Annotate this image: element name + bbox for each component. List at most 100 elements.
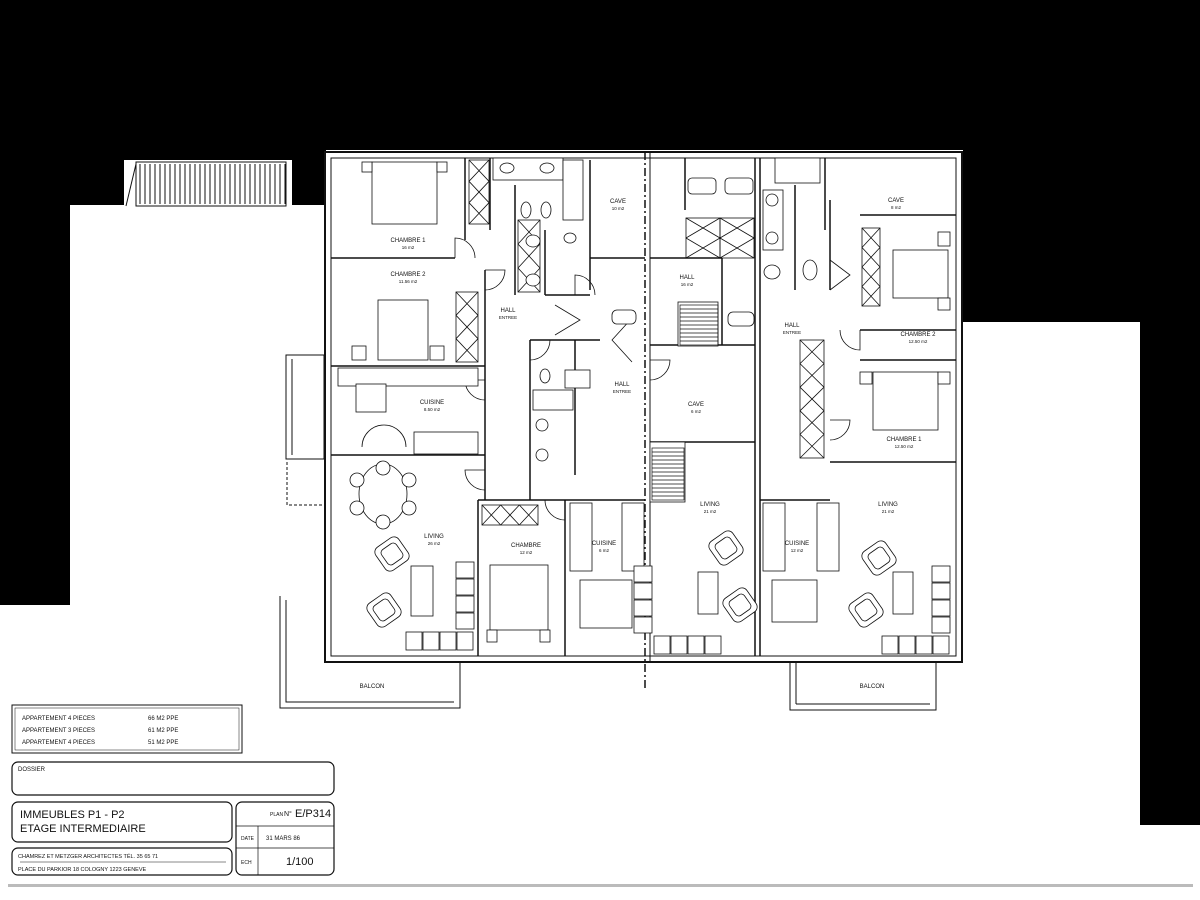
- title-line-1: IMMEUBLES P1 - P2: [20, 809, 125, 821]
- room-cave-left: CAVE: [610, 199, 626, 205]
- room-cuisine-mid: CUISINE: [592, 541, 616, 547]
- sofa-cushion: [455, 561, 475, 579]
- sofa-cushion: [653, 635, 671, 655]
- room-cave-center: CAVE: [688, 402, 704, 408]
- sofa-group: [633, 565, 722, 655]
- sofa-cushion: [704, 635, 722, 655]
- coffee-table: [410, 565, 434, 617]
- stair-flight: [679, 304, 719, 346]
- room-hall-center: HALL: [679, 275, 695, 281]
- balconies: [279, 596, 937, 711]
- area-chambre2-left: 11.56 m2: [399, 279, 418, 284]
- door-swings: [361, 237, 861, 599]
- armchair: [861, 540, 897, 576]
- room-hall-left-sub: ENTREE: [499, 315, 517, 320]
- room-labels: CHAMBRE 1 16 m2 CHAMBRE 2 11.56 m2 HALL …: [390, 198, 936, 555]
- room-cuisine-left: CUISINE: [420, 400, 444, 406]
- armchair: [722, 587, 758, 623]
- area-legend: APPARTEMENT 4 PIECES 66 M2 PPE APPARTEME…: [11, 704, 243, 754]
- legend-row-2-value: 61 M2 PPE: [148, 728, 178, 734]
- room-chambre2-left: CHAMBRE 2: [390, 272, 426, 278]
- room-cave-right: CAVE: [888, 198, 904, 204]
- sofa-group: [405, 561, 475, 651]
- area-chambre1-left: 16 m2: [402, 245, 415, 250]
- sofa-cushion: [915, 635, 933, 655]
- stairwells: [651, 304, 719, 501]
- wardrobe: [468, 159, 490, 225]
- area-living-right: 21 m2: [882, 509, 895, 514]
- sofa-cushion: [422, 631, 440, 651]
- wardrobe: [455, 291, 479, 363]
- armchair: [374, 536, 410, 572]
- wardrobe: [481, 504, 539, 526]
- legend-row-3-value: 51 M2 PPE: [148, 740, 178, 746]
- coffee-table: [697, 571, 719, 615]
- room-hall-right-sub: ENTREE: [783, 330, 801, 335]
- interior-walls: [331, 158, 956, 656]
- paper-sheet: [0, 150, 1200, 900]
- scale-value: 1/100: [286, 856, 314, 868]
- area-cave-right: 8 m2: [891, 205, 902, 210]
- sofa-cushion: [898, 635, 916, 655]
- sofa-cushion: [881, 635, 899, 655]
- living-room-sofas: [366, 530, 951, 655]
- area-chambre-mid: 12 m2: [520, 550, 533, 555]
- sofa-cushion: [455, 578, 475, 596]
- architects-line: CHAMREZ ET METZGER ARCHITECTES TÉL. 35 6…: [18, 853, 158, 860]
- room-living-left: LIVING: [424, 534, 444, 540]
- legend-row-1-label: APPARTEMENT 4 PIECES: [22, 716, 95, 722]
- sofa-cushion: [633, 565, 653, 583]
- armchair: [848, 592, 884, 628]
- balcon-right-label: BALCON: [860, 684, 885, 690]
- sofa-cushion: [931, 582, 951, 600]
- sofa-cushion: [931, 599, 951, 617]
- beds: [351, 161, 951, 643]
- sofa-cushion: [931, 565, 951, 583]
- sofa-group: [881, 565, 951, 655]
- room-living-center: LIVING: [700, 502, 720, 508]
- area-cuisine-left: 8.50 m2: [424, 407, 441, 412]
- sofa-cushion: [633, 599, 653, 617]
- area-chambre1-right: 12.50 m2: [895, 444, 914, 449]
- area-living-center: 21 m2: [704, 509, 717, 514]
- armchair: [366, 592, 402, 628]
- room-chambre-mid: CHAMBRE: [511, 543, 541, 549]
- plan-number: E/P314: [295, 808, 331, 820]
- wardrobe: [719, 217, 755, 259]
- wardrobes: [415, 159, 881, 531]
- bathroom-fixtures: [492, 157, 821, 462]
- room-chambre2-right: CHAMBRE 2: [900, 332, 936, 338]
- sofa-cushion: [932, 635, 950, 655]
- sofa-cushion: [633, 616, 653, 634]
- dossier-label: DOSSIER: [18, 767, 46, 773]
- area-cuisine-right: 12 m2: [791, 548, 804, 553]
- legend-row-1-value: 66 M2 PPE: [148, 716, 178, 722]
- sofa-cushion: [633, 582, 653, 600]
- legend-row-2-label: APPARTEMENT 3 PIECES: [22, 728, 95, 734]
- date-value: 31 MARS 86: [266, 836, 301, 842]
- stair-railing: [125, 161, 287, 207]
- sofa-cushion: [687, 635, 705, 655]
- area-hall-center: 16 m2: [681, 282, 694, 287]
- area-cave-left: 10 m2: [612, 206, 625, 211]
- stair-flight: [651, 447, 685, 501]
- sofa-cushion: [670, 635, 688, 655]
- sofa-cushion: [456, 631, 474, 651]
- room-living-right: LIVING: [878, 502, 898, 508]
- wardrobe: [799, 339, 825, 459]
- area-cave-center: 6 m2: [691, 409, 702, 414]
- sofa-cushion: [439, 631, 457, 651]
- dining-table: [349, 460, 417, 530]
- plan-label: PLAN: [270, 812, 283, 818]
- sofa-cushion: [455, 612, 475, 630]
- address-line: PLACE DU PARKIOR 18 COLOGNY 1223 GENEVE: [18, 867, 147, 873]
- room-hall-right: HALL: [784, 323, 800, 329]
- area-chambre2-right: 12.50 m2: [909, 339, 928, 344]
- coffee-table: [892, 571, 914, 615]
- date-label: DATE: [241, 836, 255, 842]
- title-block: [11, 761, 335, 876]
- area-living-left: 26 m2: [428, 541, 441, 546]
- room-hall-left: HALL: [500, 308, 516, 314]
